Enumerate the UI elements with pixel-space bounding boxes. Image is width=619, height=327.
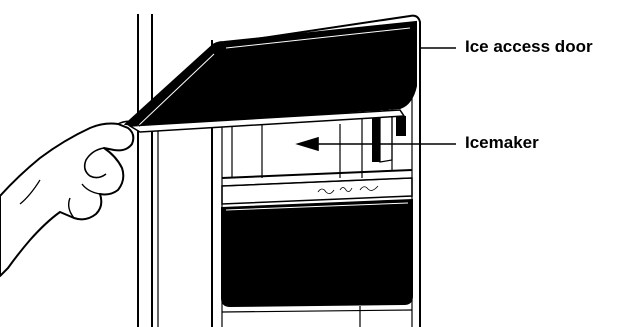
cursive-mark	[318, 186, 378, 194]
ice-bin	[222, 200, 412, 306]
hand	[0, 121, 140, 276]
ice-access-door-label: Ice access door	[465, 38, 593, 55]
ice-access-door	[126, 22, 416, 132]
icemaker-label: Icemaker	[465, 134, 539, 151]
icemaker-arrowhead	[298, 138, 318, 150]
front-panel	[222, 178, 412, 327]
